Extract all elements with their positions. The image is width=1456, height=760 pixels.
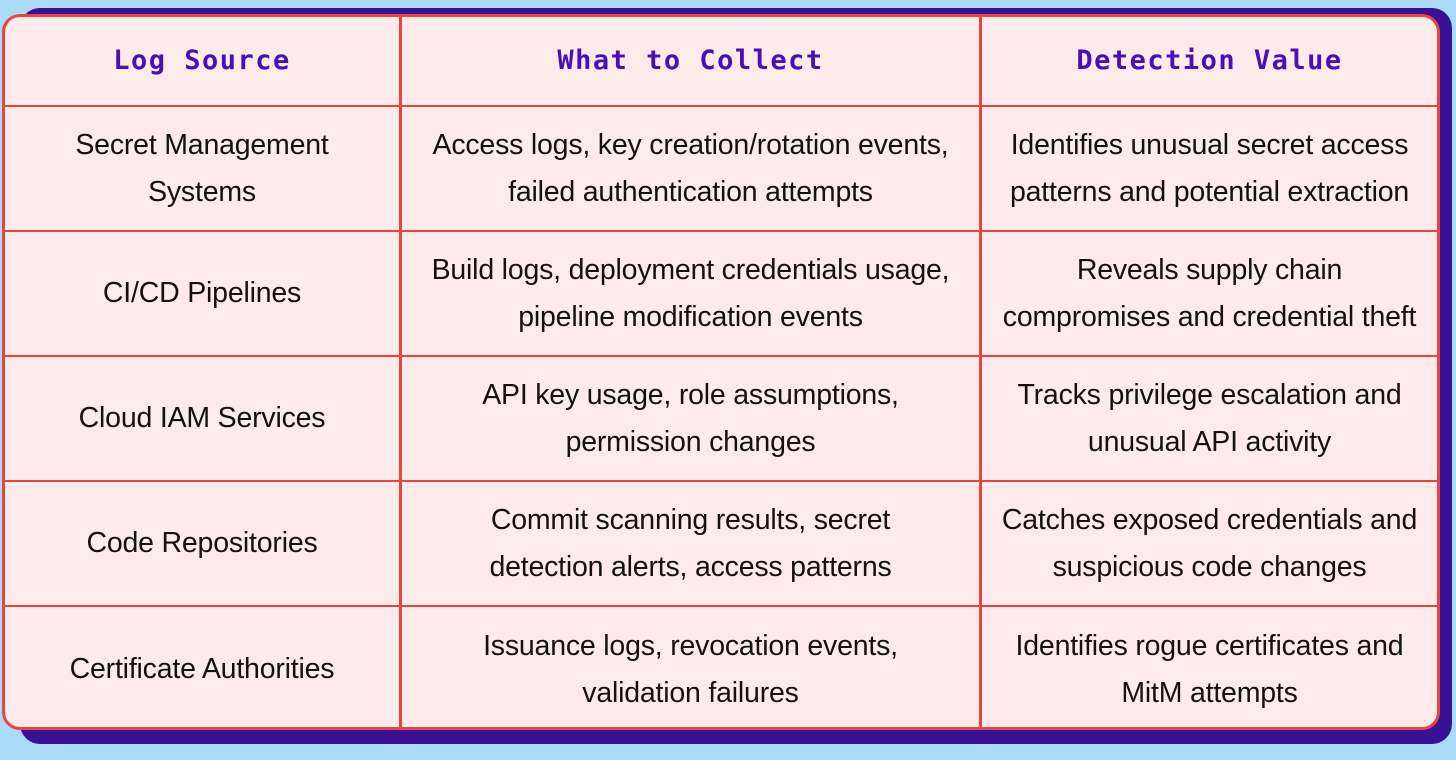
table-row: Code Repositories Commit scanning result… bbox=[5, 482, 1437, 607]
cell-log-source-text: Secret Management Systems bbox=[75, 129, 329, 208]
cell-detection-value: Identifies rogue certificates and MitM a… bbox=[982, 607, 1437, 727]
cell-detection-value: Catches exposed credentials and suspicio… bbox=[982, 482, 1437, 605]
table-row: Cloud IAM Services API key usage, role a… bbox=[5, 357, 1437, 482]
table-row: CI/CD Pipelines Build logs, deployment c… bbox=[5, 232, 1437, 357]
cell-log-source-text: Certificate Authorities bbox=[69, 653, 335, 686]
cell-log-source: Code Repositories bbox=[5, 482, 402, 605]
cell-log-source-text: Code Repositories bbox=[86, 527, 318, 560]
column-header-detection-value: Detection Value bbox=[982, 17, 1437, 105]
cell-what-to-collect: Build logs, deployment credentials usage… bbox=[402, 232, 982, 355]
cell-what-to-collect-text: Commit scanning results, secret detectio… bbox=[489, 504, 892, 583]
cell-log-source: Secret Management Systems bbox=[5, 107, 402, 230]
cell-what-to-collect-text: Build logs, deployment credentials usage… bbox=[431, 254, 950, 333]
column-header-what-to-collect: What to Collect bbox=[402, 17, 982, 105]
cell-log-source: CI/CD Pipelines bbox=[5, 232, 402, 355]
cell-what-to-collect: Commit scanning results, secret detectio… bbox=[402, 482, 982, 605]
cell-what-to-collect-text: Issuance logs, revocation events, valida… bbox=[483, 630, 898, 709]
cell-detection-value: Reveals supply chain compromises and cre… bbox=[982, 232, 1437, 355]
cell-what-to-collect-text: Access logs, key creation/rotation event… bbox=[432, 129, 949, 208]
cell-what-to-collect: API key usage, role assumptions, permiss… bbox=[402, 357, 982, 480]
log-sources-table: Log Source What to Collect Detection Val… bbox=[2, 14, 1440, 730]
cell-detection-value-text: Identifies rogue certificates and MitM a… bbox=[1015, 630, 1404, 709]
cell-detection-value-text: Catches exposed credentials and suspicio… bbox=[1001, 504, 1418, 583]
cell-detection-value-text: Identifies unusual secret access pattern… bbox=[1010, 129, 1409, 208]
cell-log-source-text: CI/CD Pipelines bbox=[102, 277, 302, 310]
cell-detection-value: Tracks privilege escalation and unusual … bbox=[982, 357, 1437, 480]
cell-what-to-collect-text: API key usage, role assumptions, permiss… bbox=[482, 379, 899, 458]
cell-log-source: Cloud IAM Services bbox=[5, 357, 402, 480]
table-row: Certificate Authorities Issuance logs, r… bbox=[5, 607, 1437, 727]
column-header-what-to-collect-label: What to Collect bbox=[557, 44, 824, 76]
cell-detection-value: Identifies unusual secret access pattern… bbox=[982, 107, 1437, 230]
cell-what-to-collect: Access logs, key creation/rotation event… bbox=[402, 107, 982, 230]
cell-what-to-collect: Issuance logs, revocation events, valida… bbox=[402, 607, 982, 727]
cell-detection-value-text: Reveals supply chain compromises and cre… bbox=[1002, 254, 1417, 333]
cell-detection-value-text: Tracks privilege escalation and unusual … bbox=[1017, 379, 1402, 458]
column-header-log-source-label: Log Source bbox=[113, 44, 291, 76]
table-header-row: Log Source What to Collect Detection Val… bbox=[5, 17, 1437, 107]
column-header-log-source: Log Source bbox=[5, 17, 402, 105]
cell-log-source: Certificate Authorities bbox=[5, 607, 402, 727]
table-row: Secret Management Systems Access logs, k… bbox=[5, 107, 1437, 232]
cell-log-source-text: Cloud IAM Services bbox=[78, 402, 326, 435]
column-header-detection-value-label: Detection Value bbox=[1076, 44, 1343, 76]
